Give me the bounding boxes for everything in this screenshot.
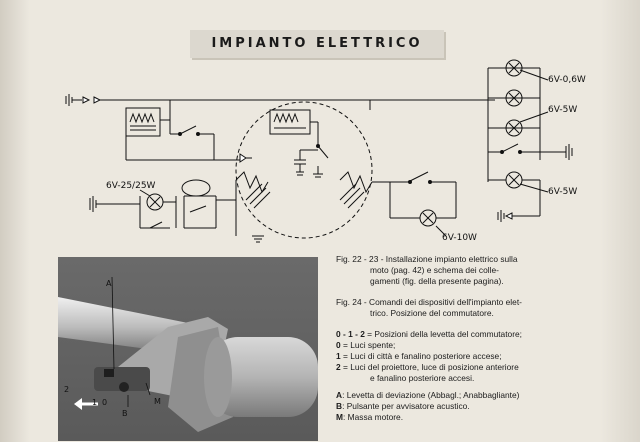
caption-line: moto (pag. 42) e schema dei colle-	[370, 265, 499, 275]
lamp-label-bottom: 6V-5W	[548, 187, 577, 197]
tail-lamp-bus	[487, 59, 573, 222]
label-b: B	[122, 409, 128, 418]
headlamp-label: 6V-25/25W	[106, 181, 156, 191]
title-banner: IMPIANTO ELETTRICO	[190, 30, 444, 58]
regulator	[125, 100, 240, 161]
wiring-diagram: 6V-0,6W 6V-5W 6V-5W 6V-25/25W 6V-10W	[65, 59, 586, 243]
label-pos-2: 2	[64, 385, 70, 394]
caption-fig-24: Fig. 24 - Comandi dei dispositivi dell'i…	[336, 297, 632, 319]
caption-block: Fig. 22 - 23 - Installazione impianto el…	[336, 254, 632, 423]
legend-item: 0 - 1 - 2 = Posizioni della levetta del …	[336, 329, 522, 339]
lamp-label-top2: 6V-5W	[548, 105, 577, 115]
label-pos-1: 1	[92, 398, 98, 407]
legend-item: 1 = Luci di città e fanalino posteriore …	[336, 351, 502, 361]
generator	[235, 101, 390, 239]
legend-item: M: Massa motore.	[336, 412, 404, 422]
label-pos-0: 0	[102, 398, 108, 407]
caption-fig-22-23: Fig. 22 - 23 - Installazione impianto el…	[336, 254, 632, 287]
caption-line: Fig. 22 - 23 - Installazione impianto el…	[336, 254, 518, 264]
label-a: A	[106, 279, 112, 288]
caption-line: trico. Posizione del commutatore.	[370, 308, 494, 318]
ground-symbol-bottom	[252, 235, 264, 243]
horn-lamp-label: 6V-10W	[442, 233, 477, 243]
ground-symbol-left	[65, 94, 102, 106]
legend-item: 0 = Luci spente;	[336, 340, 396, 350]
legend-list: 0 - 1 - 2 = Posizioni della levetta del …	[336, 329, 632, 423]
headlamp-assembly	[89, 179, 236, 229]
horn-circuit	[389, 171, 457, 227]
legend-item: A: Levetta di deviazione (Abbagl.; Anabb…	[336, 390, 520, 400]
handlebar-photo: A B M 2 1 0	[58, 257, 318, 441]
legend-item: 2 = Luci del proiettore, luce di posizio…	[336, 362, 519, 372]
lamp-label-top1: 6V-0,6W	[548, 75, 586, 85]
legend-item: e fanalino posteriore accesi.	[370, 373, 475, 383]
label-m: M	[154, 397, 161, 406]
caption-line: gamenti (fig. della presente pagina).	[370, 276, 504, 286]
caption-line: Fig. 24 - Comandi dei dispositivi dell'i…	[336, 297, 522, 307]
page-title: IMPIANTO ELETTRICO	[211, 36, 423, 51]
legend-item: B: Pulsante per avvisatore acustico.	[336, 401, 470, 411]
